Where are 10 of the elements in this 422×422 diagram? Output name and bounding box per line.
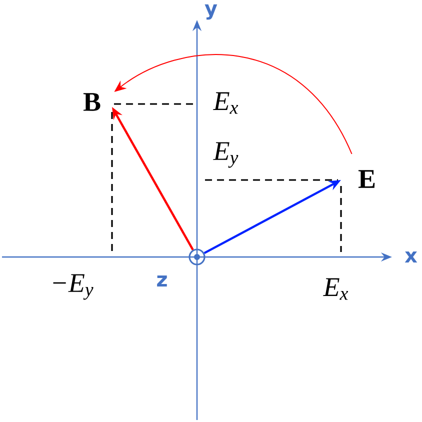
- component-label: E$_{x}$: [213, 92, 238, 114]
- axis-label: z: [157, 276, 167, 286]
- component-label: −E$_{y}$: [53, 274, 94, 300]
- axis-label: y: [204, 4, 218, 20]
- origin-symbol: [188, 248, 206, 266]
- component-label: E$_{y}$: [213, 142, 238, 168]
- vector-label: E: [358, 170, 375, 188]
- axis-label: x: [404, 252, 418, 262]
- component-label: E$_{x}$: [323, 278, 348, 300]
- vector-label: B: [83, 93, 100, 111]
